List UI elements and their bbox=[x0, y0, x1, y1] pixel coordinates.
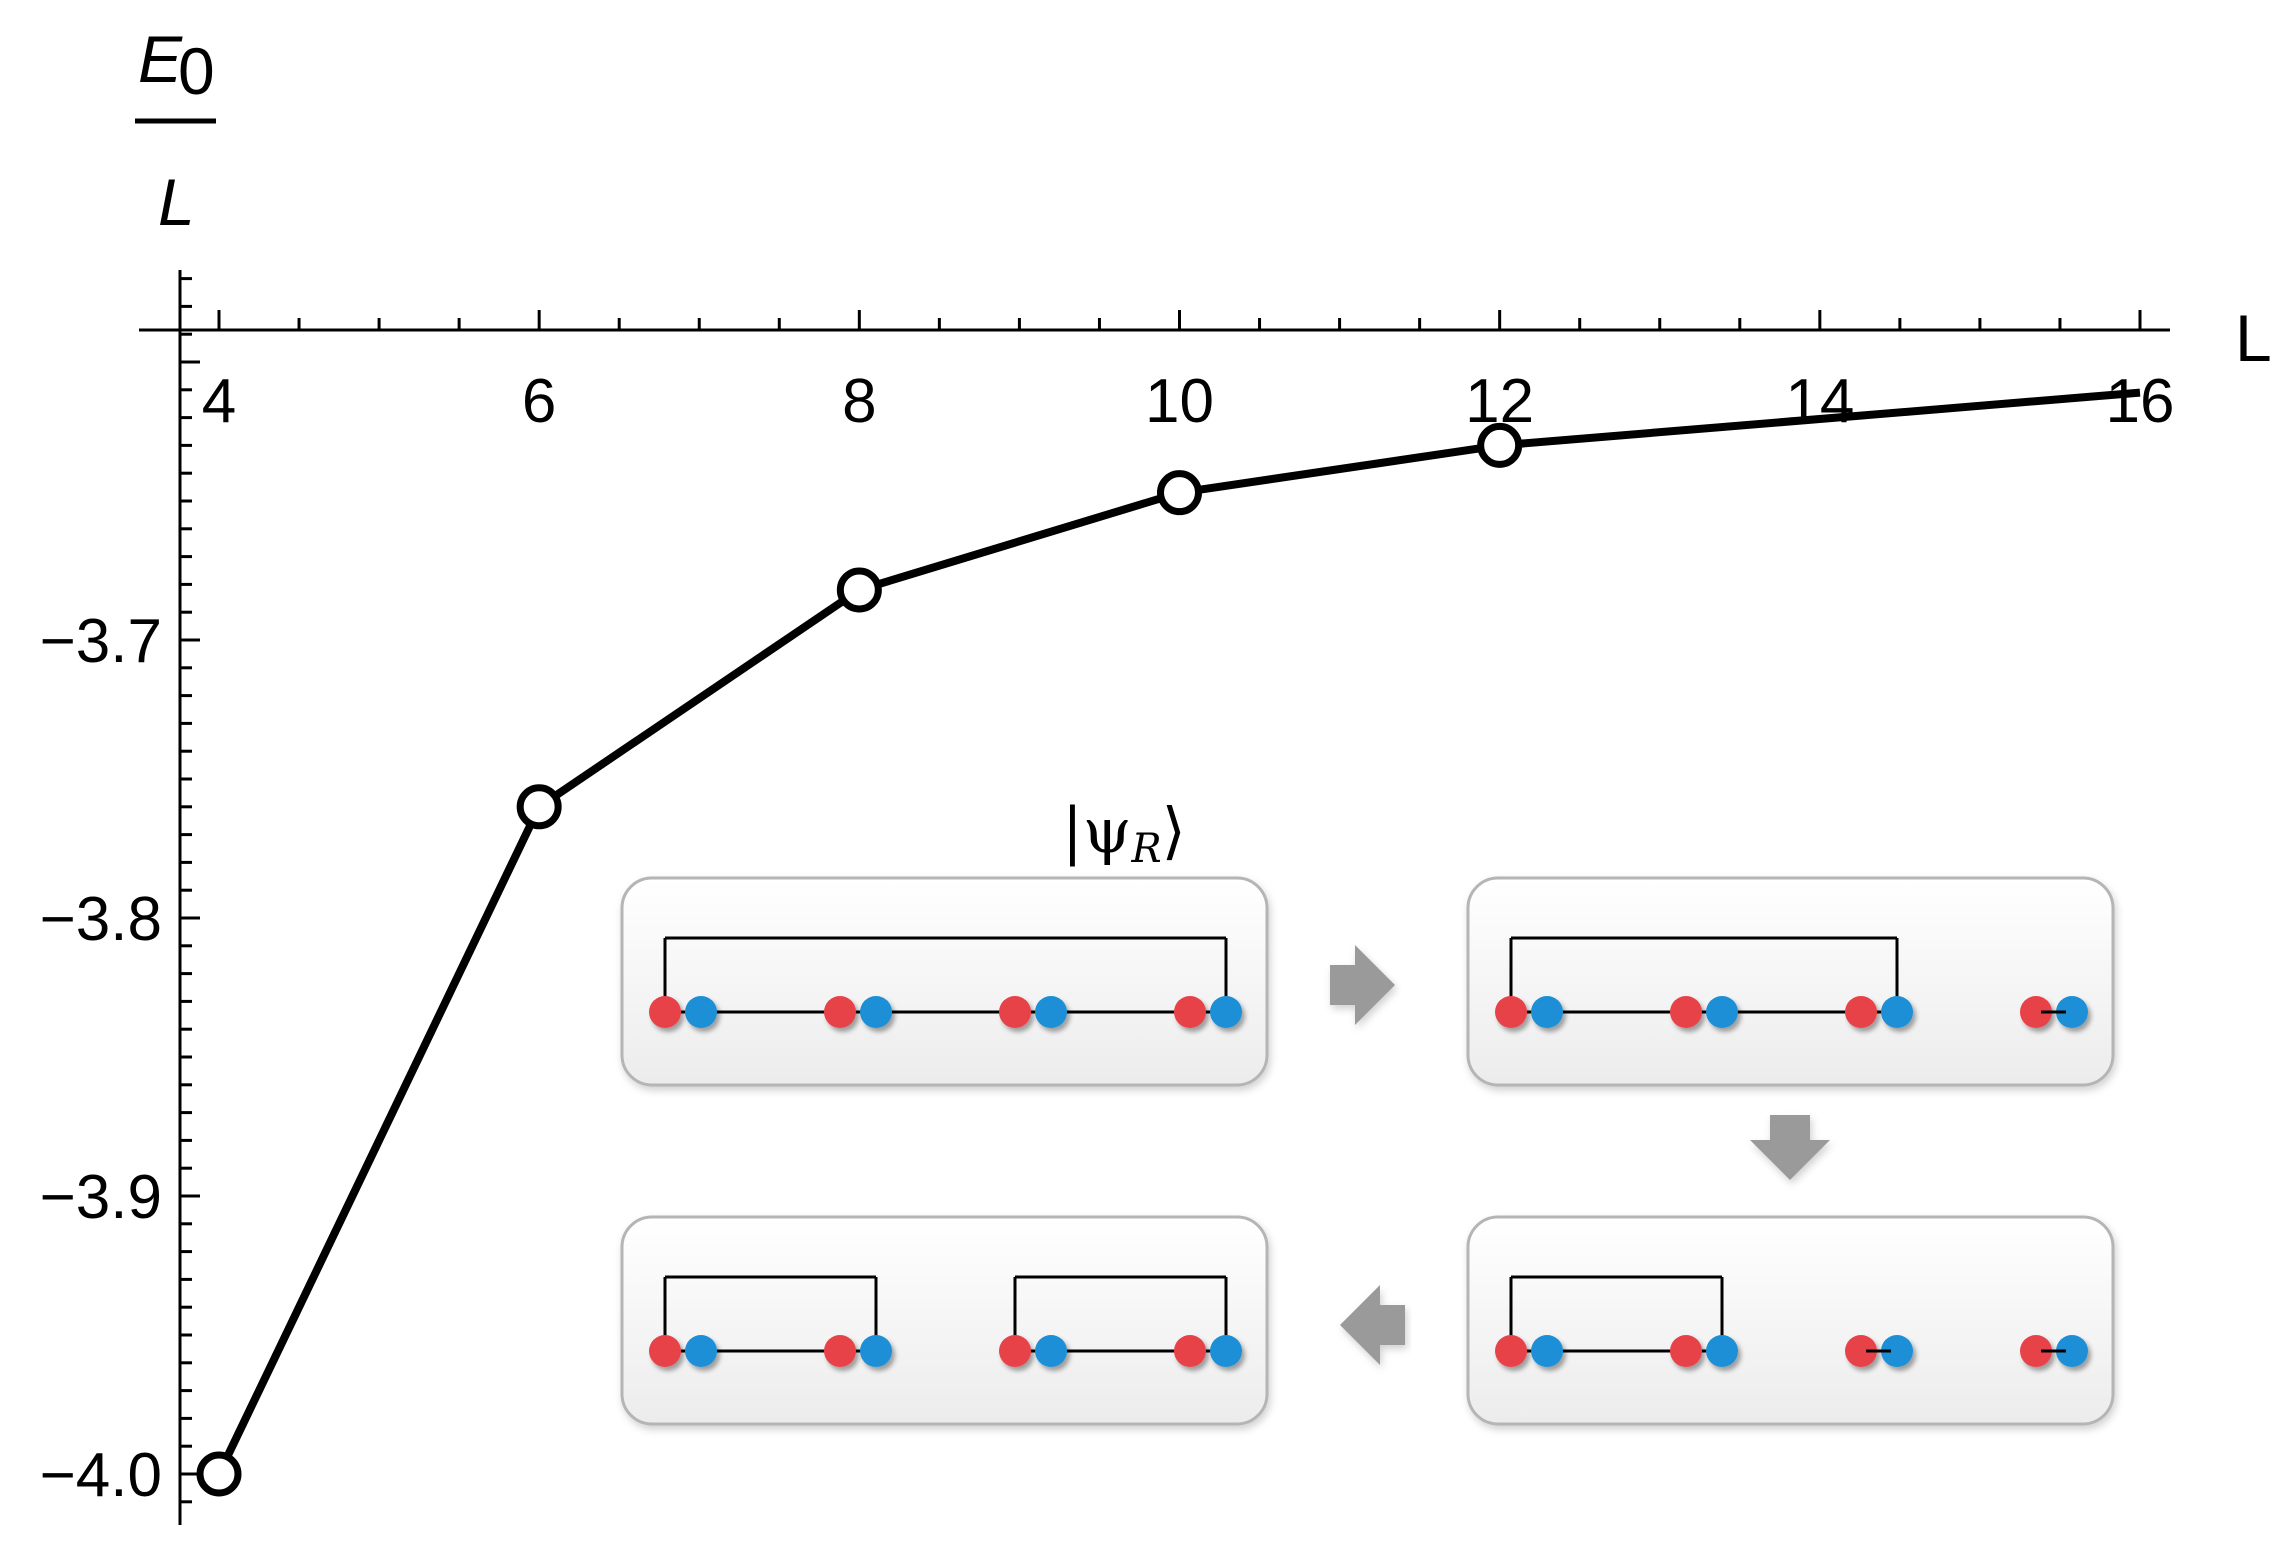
inset-panels bbox=[620, 876, 2115, 1426]
y-tick-labels: −3.7 −3.8 −3.9 −4.0 bbox=[40, 607, 162, 1510]
x-tick-label: 6 bbox=[522, 367, 556, 436]
panel-bottom-right bbox=[1466, 1215, 2115, 1426]
y-axis-title: E 0 L bbox=[135, 22, 216, 239]
arrow-right-icon bbox=[1330, 945, 1395, 1025]
blue-particle bbox=[1210, 1335, 1242, 1367]
series-line bbox=[215, 388, 2141, 1476]
particle-pair bbox=[999, 996, 1067, 1028]
y-tick-label: −3.9 bbox=[40, 1163, 162, 1232]
blue-particle bbox=[1881, 1335, 1913, 1367]
red-particle bbox=[649, 996, 681, 1028]
red-particle bbox=[824, 996, 856, 1028]
blue-particle bbox=[1035, 1335, 1067, 1367]
blue-particle bbox=[1210, 996, 1242, 1028]
particle-pair bbox=[824, 996, 892, 1028]
x-ticks bbox=[217, 310, 2142, 330]
red-particle bbox=[2020, 1335, 2052, 1367]
blue-particle bbox=[1035, 996, 1067, 1028]
blue-particle bbox=[685, 996, 717, 1028]
particle-pair bbox=[1495, 996, 1563, 1028]
state-label-subscript: R bbox=[1131, 826, 1162, 872]
state-label-main: |ψ bbox=[1062, 794, 1132, 867]
x-tick-label: 14 bbox=[1785, 367, 1854, 436]
red-particle bbox=[649, 1335, 681, 1367]
blue-particle bbox=[1881, 996, 1913, 1028]
y-axis-title-numerator: E bbox=[138, 22, 183, 96]
blue-particle bbox=[1706, 1335, 1738, 1367]
red-particle bbox=[999, 1335, 1031, 1367]
panel-frame bbox=[620, 1215, 1269, 1426]
arrow-left-icon bbox=[1340, 1285, 1405, 1365]
y-tick-label: −4.0 bbox=[40, 1441, 162, 1510]
x-axis-title: L bbox=[2235, 301, 2272, 375]
blue-particle bbox=[1706, 996, 1738, 1028]
data-point bbox=[516, 784, 562, 830]
blue-particle bbox=[2056, 1335, 2088, 1367]
y-ticks bbox=[180, 277, 200, 1504]
red-particle bbox=[1670, 996, 1702, 1028]
y-axis-title-subscript: 0 bbox=[178, 34, 215, 108]
x-tick-label: 4 bbox=[202, 367, 236, 436]
particle-pair bbox=[1670, 996, 1738, 1028]
blue-particle bbox=[860, 1335, 892, 1367]
data-point bbox=[1157, 470, 1202, 516]
data-point bbox=[196, 1451, 242, 1497]
panel-bottom-left bbox=[620, 1215, 1269, 1426]
red-particle bbox=[1670, 1335, 1702, 1367]
blue-particle bbox=[1531, 996, 1563, 1028]
blue-particle bbox=[860, 996, 892, 1028]
panel-top-right bbox=[1466, 876, 2115, 1087]
x-tick-label: 10 bbox=[1145, 367, 1214, 436]
red-particle bbox=[2020, 996, 2052, 1028]
particle-pair bbox=[1495, 1335, 1563, 1367]
red-particle bbox=[1845, 1335, 1877, 1367]
blue-particle bbox=[685, 1335, 717, 1367]
inset-diagram: |ψR⟩ bbox=[620, 794, 2115, 1426]
particle-pair bbox=[999, 1335, 1067, 1367]
particle-pair bbox=[1845, 1335, 1913, 1367]
x-tick-label: 16 bbox=[2106, 367, 2175, 436]
particle-pair bbox=[1174, 996, 1242, 1028]
panel-frame bbox=[620, 876, 1269, 1087]
particle-pair bbox=[1174, 1335, 1242, 1367]
series-energy bbox=[196, 388, 2141, 1497]
x-tick-label: 8 bbox=[842, 367, 876, 436]
red-particle bbox=[1495, 1335, 1527, 1367]
red-particle bbox=[1174, 1335, 1206, 1367]
red-particle bbox=[1174, 996, 1206, 1028]
particle-pair bbox=[2020, 996, 2088, 1028]
state-label-close: ⟩ bbox=[1162, 794, 1186, 867]
red-particle bbox=[999, 996, 1031, 1028]
panel-frame bbox=[1466, 876, 2115, 1087]
arrow-down-icon bbox=[1750, 1115, 1830, 1180]
red-particle bbox=[824, 1335, 856, 1367]
red-particle bbox=[1845, 996, 1877, 1028]
blue-particle bbox=[1531, 1335, 1563, 1367]
inset-arrows bbox=[1330, 945, 1830, 1365]
y-axis-title-denominator: L bbox=[158, 165, 195, 239]
panel-frame bbox=[1466, 1215, 2115, 1426]
y-tick-label: −3.7 bbox=[40, 607, 162, 676]
data-point bbox=[836, 567, 882, 613]
particle-pair bbox=[649, 1335, 717, 1367]
particle-pair bbox=[824, 1335, 892, 1367]
blue-particle bbox=[2056, 996, 2088, 1028]
panel-top-left bbox=[620, 876, 1269, 1087]
data-point bbox=[1477, 422, 1523, 468]
y-tick-label: −3.8 bbox=[40, 885, 162, 954]
particle-pair bbox=[2020, 1335, 2088, 1367]
state-label: |ψR⟩ bbox=[1062, 794, 1186, 872]
particle-pair bbox=[649, 996, 717, 1028]
particle-pair bbox=[1845, 996, 1913, 1028]
particle-pair bbox=[1670, 1335, 1738, 1367]
red-particle bbox=[1495, 996, 1527, 1028]
